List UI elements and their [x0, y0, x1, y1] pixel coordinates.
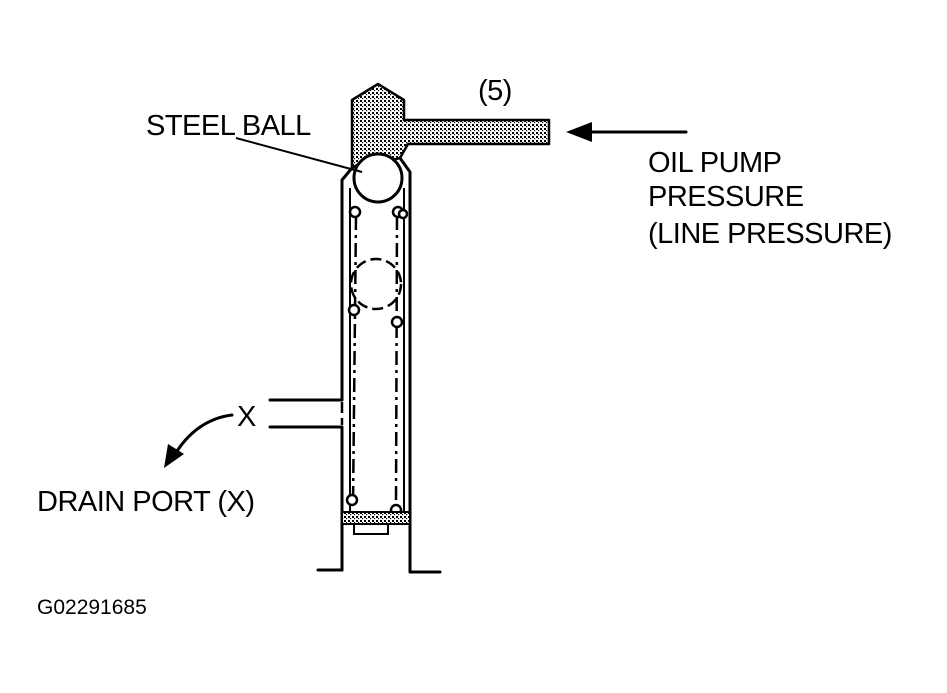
pressure-arrow-head [566, 122, 592, 142]
spring-coil [347, 303, 361, 317]
steel-ball-label: STEEL BALL [146, 110, 311, 142]
steel-ball-open-position [349, 257, 403, 311]
valve-body-right-wall [398, 156, 442, 574]
spring-coil [397, 208, 409, 220]
valve-body-left-wall [268, 166, 354, 402]
oil-pump-label-line2: PRESSURE [648, 181, 804, 213]
oil-pump-label-line1: OIL PUMP [648, 147, 782, 179]
spring-coil [348, 205, 362, 219]
drain-marker-label: X [237, 401, 256, 433]
oil-pump-label-line3: (LINE PRESSURE) [648, 218, 892, 250]
spring-left-line [351, 215, 358, 506]
spring-seat-plug [353, 524, 389, 535]
drain-port-label: DRAIN PORT (X) [37, 486, 255, 518]
figure-id-label: G02291685 [37, 596, 147, 619]
spring-right-line [394, 215, 399, 506]
spring-coil [345, 493, 359, 507]
spring-coil [390, 315, 404, 329]
valve-body-left-wall-lower [268, 425, 344, 572]
drain-arrow-curve [172, 413, 234, 458]
steel-ball [352, 152, 404, 204]
steel-ball-leader [235, 137, 363, 173]
drain-arrow-head [164, 444, 184, 468]
spring-seat [341, 511, 411, 525]
callout-label: (5) [478, 75, 512, 107]
